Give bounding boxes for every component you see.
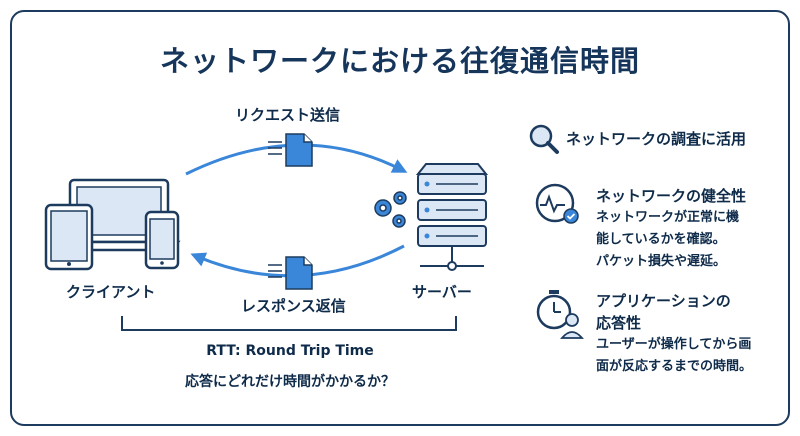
gears-icon xyxy=(374,191,407,228)
sidebar-item-investigation: ネットワークの調査に活用 xyxy=(566,128,800,150)
magnifier-icon xyxy=(529,124,559,154)
client-devices-icon xyxy=(44,178,181,271)
item-title: ネットワークの調査に活用 xyxy=(566,130,747,148)
stopwatch-user-icon xyxy=(536,290,584,339)
request-document-icon xyxy=(268,133,313,167)
item-title: ネットワークの健全性 xyxy=(596,187,747,205)
response-document-icon xyxy=(268,256,313,290)
item-desc-line: 能しているかを確認。 xyxy=(596,232,726,247)
server-label: サーバー xyxy=(412,283,472,301)
item-desc-line: ネットワークが正常に機 xyxy=(596,210,740,225)
response-label: レスポンス返信 xyxy=(241,297,346,315)
item-desc-line: ユーザーが操作してから画 xyxy=(596,337,752,352)
request-label: リクエスト送信 xyxy=(235,106,341,124)
rtt-title: RTT: Round Trip Time xyxy=(206,343,374,359)
sidebar-item-health: ネットワークの健全性 ネットワークが正常に機 能しているかを確認。 パケット損失… xyxy=(596,185,786,273)
heartbeat-icon xyxy=(535,183,579,224)
client-label: クライアント xyxy=(66,283,156,301)
rtt-question: 応答にどれだけ時間がかかるか？ xyxy=(185,374,395,390)
rtt-bracket xyxy=(121,316,457,331)
page-title: ネットワークにおける往復通信時間 xyxy=(159,44,640,78)
item-title-line: 応答性 xyxy=(596,314,642,332)
item-desc-line: パケット損失や遅延。 xyxy=(596,254,727,269)
item-title-line: アプリケーションの xyxy=(596,292,731,310)
item-desc-line: 面が反応するまでの時間。 xyxy=(596,359,753,374)
server-icon xyxy=(415,163,489,271)
sidebar-item-responsiveness: アプリケーションの 応答性 ユーザーが操作してから画 面が反応するまでの時間。 xyxy=(596,290,786,378)
